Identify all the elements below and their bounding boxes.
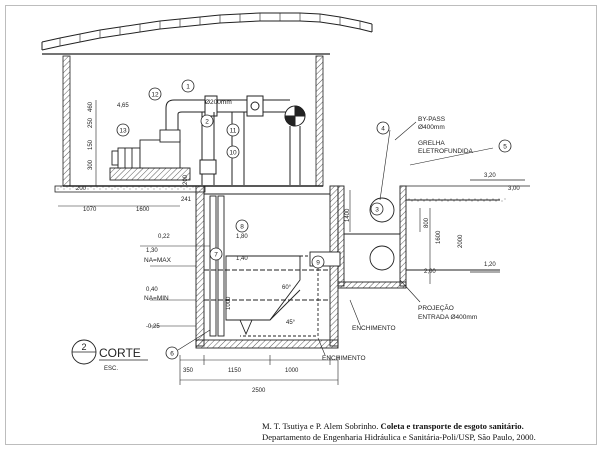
label-bypass-diameter: Ø400mm <box>418 124 445 131</box>
labels: BY-PASS Ø400mm GRELHA ELETROFUNDIDA PROJ… <box>144 99 477 362</box>
marker-11 <box>226 123 240 137</box>
level-0-22: 0,22 <box>158 234 170 240</box>
dim-1000: 1000 <box>285 368 299 374</box>
label-enchimento-1: ENCHIMENTO <box>352 325 396 332</box>
marker-9 <box>311 255 325 269</box>
dim-200-vertical: 200 <box>183 174 189 185</box>
marker-8 <box>235 219 249 233</box>
dim-800: 800 <box>424 217 430 228</box>
dim-1150: 1150 <box>228 368 242 374</box>
marker-13 <box>116 123 130 137</box>
svg-text:8: 8 <box>240 224 244 231</box>
label-na-min: NA=MIN <box>144 295 169 302</box>
discharge-pipe <box>165 95 306 185</box>
label-grelha: GRELHA <box>418 140 445 147</box>
level-2-00: 2,00 <box>424 269 436 275</box>
dim-1600: 1600 <box>136 207 150 213</box>
marker-4 <box>376 121 390 135</box>
leader-lines <box>177 121 494 356</box>
screen-chamber <box>309 185 506 289</box>
ground-lines <box>406 179 530 273</box>
svg-text:13: 13 <box>119 128 127 135</box>
svg-text:10: 10 <box>229 150 237 157</box>
dim-300: 300 <box>88 159 94 170</box>
dim-250: 250 <box>88 117 94 128</box>
figure-caption: M. T. Tsutiya e P. Alem Sobrinho. Coleta… <box>262 421 592 442</box>
section-word: CORTE <box>99 346 141 360</box>
svg-text:9: 9 <box>316 260 320 267</box>
level-1-40: 1,40 <box>236 256 248 262</box>
svg-text:6: 6 <box>170 351 174 358</box>
caption-authors: M. T. Tsutiya e P. Alem Sobrinho. <box>262 421 381 431</box>
svg-text:11: 11 <box>230 128 237 135</box>
dim-1000-vertical: 1000 <box>226 296 232 310</box>
dim-1070: 1070 <box>83 207 97 213</box>
level-1-30: 1,30 <box>146 248 158 254</box>
label-pipe-diameter: Ø200mm <box>205 99 232 106</box>
svg-text:12: 12 <box>151 92 159 99</box>
dim-241: 241 <box>181 197 192 203</box>
dim-angle-45: 45° <box>286 320 296 326</box>
level-0-40: 0,40 <box>146 287 158 293</box>
dim-2500: 2500 <box>252 388 266 394</box>
section-number: 2 <box>81 342 86 352</box>
label-eletrofundida: ELETROFUNDIDA <box>418 148 474 155</box>
svg-text:1: 1 <box>186 84 190 91</box>
roof <box>41 12 373 55</box>
building-walls <box>54 55 324 193</box>
svg-text:3: 3 <box>375 207 379 214</box>
section-title: 2 CORTE ESC. <box>71 339 148 372</box>
svg-text:2: 2 <box>205 119 209 126</box>
marker-5 <box>498 139 512 153</box>
caption-book-title: Coleta e transporte de esgoto sanitário. <box>380 421 524 431</box>
marker-2 <box>200 114 214 128</box>
pump-motor <box>109 129 191 181</box>
marker-3 <box>370 202 384 216</box>
figure-frame <box>5 5 597 445</box>
dim-2000: 2000 <box>458 234 464 248</box>
level-3-00: 3,00 <box>508 186 520 192</box>
dim-1400: 1400 <box>345 208 351 222</box>
caption-publisher: Departamento de Engenharia Hidráulica e … <box>262 431 536 442</box>
dim-350: 350 <box>183 368 194 374</box>
level-3-20: 3,20 <box>484 173 496 179</box>
level-1-20: 1,20 <box>484 262 496 268</box>
label-entrada: ENTRADA Ø400mm <box>418 314 477 321</box>
dim-460: 460 <box>88 101 94 112</box>
marker-6 <box>165 346 179 360</box>
dim-200-top: 200 <box>76 186 87 192</box>
marker-10 <box>226 145 240 159</box>
level-values: 1,30 0,40 -0,25 3,20 3,00 1,20 0,22 1,80… <box>146 173 520 330</box>
label-na-max: NA=MAX <box>144 257 172 264</box>
marker-7 <box>209 247 223 261</box>
dim-angle-60: 60° <box>282 285 292 291</box>
dim-150: 150 <box>88 139 94 150</box>
svg-text:7: 7 <box>214 252 218 259</box>
svg-text:5: 5 <box>503 144 507 151</box>
callout-markers <box>116 79 512 360</box>
label-enchimento-2: ENCHIMENTO <box>322 355 366 362</box>
level-1-80: 1,80 <box>236 234 248 240</box>
dimension-values: 1070 1600 200 4,65 241 1400 800 1600 200… <box>76 101 464 394</box>
marker-1 <box>181 79 195 93</box>
label-projecao: PROJEÇÃO <box>418 303 454 312</box>
callout-marker-numbers: 12 1 13 2 11 10 4 5 3 8 7 6 9 <box>119 84 507 358</box>
level-minus-0-25: -0,25 <box>146 324 160 330</box>
dim-4-65: 4,65 <box>117 103 129 109</box>
svg-text:4: 4 <box>381 126 385 133</box>
label-bypass: BY-PASS <box>418 116 446 123</box>
section-scale: ESC. <box>104 366 118 372</box>
dim-1600-vertical: 1600 <box>436 230 442 244</box>
dimension-lines <box>58 100 431 385</box>
marker-12 <box>148 87 162 101</box>
